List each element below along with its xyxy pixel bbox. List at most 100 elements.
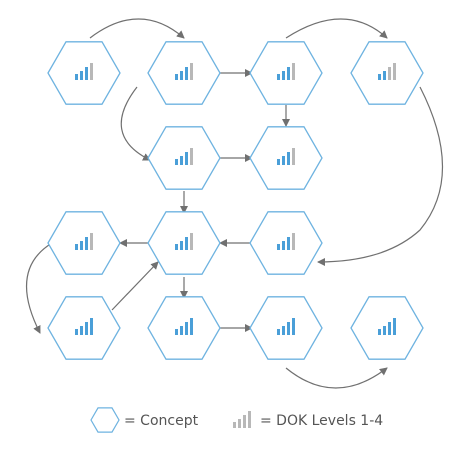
node-r2c2-bar-4 xyxy=(190,148,193,165)
dok-bars-icon xyxy=(175,63,193,80)
node-r3c1-bar-2 xyxy=(80,241,83,250)
concept-node-r4c3[interactable] xyxy=(249,296,323,360)
node-r4c1-bar-2 xyxy=(80,326,83,335)
node-r2c3-bar-3 xyxy=(287,152,290,165)
dok-bars-icon xyxy=(75,233,93,250)
node-r1c4-bar-3 xyxy=(388,67,391,80)
edge-r1c2-r2c2 xyxy=(120,86,151,161)
node-r4c1-bar-3 xyxy=(85,322,88,335)
legend-icons xyxy=(90,407,251,433)
dok-bars-icon xyxy=(277,233,295,250)
dok-bars-icon xyxy=(75,318,93,335)
hexagon-icon xyxy=(350,296,424,360)
node-r4c3-bar-2 xyxy=(282,326,285,335)
legend-dok-bar-2 xyxy=(238,419,241,428)
node-r4c2-bar-1 xyxy=(175,329,178,335)
node-r1c3-bar-4 xyxy=(292,63,295,80)
dok-bars-icon xyxy=(378,63,396,80)
edge-r3c1-r4c1 xyxy=(26,242,53,334)
hexagon-icon xyxy=(47,41,121,105)
node-r1c2-bar-2 xyxy=(180,71,183,80)
node-r1c4-bar-4 xyxy=(393,63,396,80)
node-r3c2-bar-2 xyxy=(180,241,183,250)
dok-bars-icon xyxy=(277,63,295,80)
concept-node-r3c2[interactable] xyxy=(147,211,221,275)
node-r3c3-bar-1 xyxy=(277,244,280,250)
node-r1c4-bar-2 xyxy=(383,71,386,80)
concept-node-r2c2[interactable] xyxy=(147,126,221,190)
hexagon-icon xyxy=(147,126,221,190)
node-r4c2-bar-4 xyxy=(190,318,193,335)
node-r4c1-bar-1 xyxy=(75,329,78,335)
node-r4c2-bar-3 xyxy=(185,322,188,335)
node-r1c2-bar-3 xyxy=(185,67,188,80)
node-r2c2-bar-1 xyxy=(175,159,178,165)
hexagon-icon xyxy=(90,407,120,433)
dok-bars-icon xyxy=(233,411,251,428)
concept-node-r1c2[interactable] xyxy=(147,41,221,105)
node-r3c2-bar-3 xyxy=(185,237,188,250)
hexagon-icon xyxy=(249,211,323,275)
edge-r1c3-r1c4 xyxy=(285,18,388,39)
node-r3c3-bar-3 xyxy=(287,237,290,250)
node-r4c4-bar-3 xyxy=(388,322,391,335)
legend-dok-bar-1 xyxy=(233,422,236,428)
node-r3c1-bar-4 xyxy=(90,233,93,250)
dok-bars-icon xyxy=(175,318,193,335)
concept-node-r1c3[interactable] xyxy=(249,41,323,105)
node-r1c3-bar-1 xyxy=(277,74,280,80)
concept-node-r1c1[interactable] xyxy=(47,41,121,105)
hexagon-icon xyxy=(249,41,323,105)
dok-bars-icon xyxy=(378,318,396,335)
node-r4c4-bar-4 xyxy=(393,318,396,335)
node-r4c2-bar-2 xyxy=(180,326,183,335)
node-r1c3-bar-2 xyxy=(282,71,285,80)
dok-bars-icon xyxy=(277,318,295,335)
edge-r1c1-r1c2 xyxy=(89,18,185,39)
node-r4c3-bar-3 xyxy=(287,322,290,335)
legend-dok-label: = DOK Levels 1-4 xyxy=(260,413,384,429)
node-r3c1-bar-3 xyxy=(85,237,88,250)
node-r1c2-bar-4 xyxy=(190,63,193,80)
hexagon-icon xyxy=(47,211,121,275)
node-r2c2-bar-3 xyxy=(185,152,188,165)
node-r4c4-bar-2 xyxy=(383,326,386,335)
node-r2c3-bar-1 xyxy=(277,159,280,165)
dok-bars-icon xyxy=(175,233,193,250)
node-r1c1-bar-2 xyxy=(80,71,83,80)
hexagon-icon xyxy=(147,41,221,105)
legend-dok-bar-4 xyxy=(248,411,251,428)
node-r3c1-bar-1 xyxy=(75,244,78,250)
edge-r1c4-r3c3 xyxy=(317,86,443,266)
node-r4c4-bar-1 xyxy=(378,329,381,335)
node-r3c3-bar-4 xyxy=(292,233,295,250)
hexagon-icon xyxy=(147,296,221,360)
concept-node-r4c2[interactable] xyxy=(147,296,221,360)
node-r1c3-bar-3 xyxy=(287,67,290,80)
hexagon-icon xyxy=(47,296,121,360)
dok-bars-icon xyxy=(75,63,93,80)
node-r1c1-bar-4 xyxy=(90,63,93,80)
edges-layer xyxy=(26,18,443,389)
concept-node-r3c1[interactable] xyxy=(47,211,121,275)
dok-bars-icon xyxy=(277,148,295,165)
hexagon-icon xyxy=(249,126,323,190)
concept-node-r4c1[interactable] xyxy=(47,296,121,360)
dok-bars-icon xyxy=(175,148,193,165)
concept-node-r3c3[interactable] xyxy=(249,211,323,275)
concept-node-r2c3[interactable] xyxy=(249,126,323,190)
concept-node-r4c4[interactable] xyxy=(350,296,424,360)
legend-concept-label: = Concept xyxy=(124,413,199,429)
node-r1c1-bar-3 xyxy=(85,67,88,80)
hexagon-icon xyxy=(350,41,424,105)
node-r2c3-bar-4 xyxy=(292,148,295,165)
edge-r4c1-r3c2 xyxy=(111,261,159,311)
hexagon-icon xyxy=(147,211,221,275)
node-r2c2-bar-2 xyxy=(180,156,183,165)
nodes-layer xyxy=(47,41,424,360)
node-r4c3-bar-1 xyxy=(277,329,280,335)
concept-node-r1c4[interactable] xyxy=(350,41,424,105)
legend-dok-bar-3 xyxy=(243,415,246,428)
node-r1c1-bar-1 xyxy=(75,74,78,80)
